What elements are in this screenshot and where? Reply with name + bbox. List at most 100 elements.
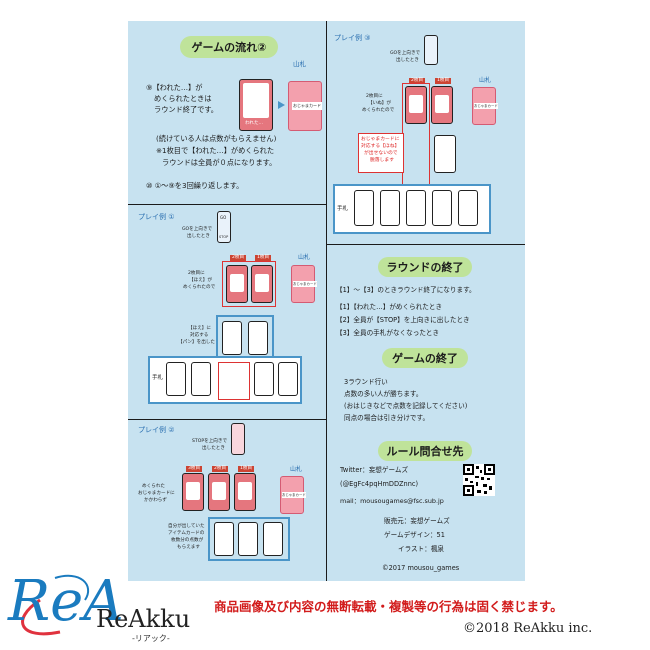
stop-card (231, 423, 245, 455)
note: ※1枚目で【われた…】がめくられた (156, 146, 275, 155)
example-title: プレイ例 ③ (334, 34, 371, 42)
contact-mail: mail：mousougames@fsc.sub.jp (340, 497, 444, 505)
hand-card (191, 362, 211, 396)
revealed-card (405, 86, 427, 124)
bottom-note: 自分が出していた (168, 524, 205, 529)
step9-text: ⑨【われた…】が (146, 83, 203, 92)
logo-kana: -リアック- (132, 634, 170, 643)
revealed-card (234, 473, 256, 511)
slot-label: 1枚目 (238, 466, 255, 472)
round-end-text: 【1】【われた…】がめくられたとき (336, 303, 443, 311)
bread-card (222, 321, 242, 355)
credit-design: ゲームデザイン：51 (384, 531, 445, 539)
example-title: プレイ例 ② (138, 426, 175, 434)
left-note: 【いぬ】が (368, 101, 391, 106)
slot-label: 3枚目 (186, 466, 203, 472)
broken-card-label: われた… (245, 121, 264, 126)
hand-card (166, 362, 186, 396)
hand-label: 手札 (152, 375, 164, 381)
divider (326, 244, 525, 245)
divider (128, 204, 326, 205)
left-note: 2枚目に (366, 94, 383, 99)
bottom-note: アイテムカードの (168, 531, 205, 536)
go-card: GO STOP (217, 211, 231, 243)
section-title: ゲームの終了 (382, 348, 468, 368)
revealed-cards-box (222, 261, 276, 307)
logo-mark: ReA (8, 569, 124, 634)
go-note: GOを上向きで (390, 51, 421, 56)
round-end-text: 【2】全員が【STOP】を上向きに出したとき (336, 316, 470, 324)
section-title: ルール問合せ先 (378, 441, 472, 461)
section-title: ゲームの流れ② (180, 36, 278, 58)
bottom-note: 枚数分の点数が (171, 538, 204, 543)
section-title: ラウンドの終了 (378, 257, 472, 277)
company-copyright: ©2018 ReAkku inc. (463, 621, 593, 636)
slot-label: 2枚目 (212, 466, 229, 472)
bone-card (248, 321, 268, 355)
broken-card: われた… (239, 79, 273, 131)
qr-code-icon (463, 464, 495, 496)
stop-note: STOPを上向きで (192, 439, 228, 444)
bottom-note: もらえます (177, 545, 200, 550)
slot-label: 2枚目 (409, 78, 426, 84)
game-end-text: 3ラウンド行い (344, 378, 388, 386)
pile-label: 山札 (290, 466, 303, 473)
pile-card: おじゃまカード (291, 265, 317, 303)
step10-text: ⑩ ①～⑨を3回繰り返します。 (146, 181, 244, 190)
step9-text: ラウンド終了です。 (154, 105, 218, 114)
hand-card (458, 190, 478, 226)
note: ラウンドは全員が０点になります。 (162, 158, 277, 167)
item-card (263, 522, 283, 556)
revealed-card (226, 265, 248, 303)
credit-illust: イラスト：楓泉 (398, 545, 445, 553)
match-note: 対応する (190, 333, 209, 338)
slot-label: 1枚目 (435, 78, 452, 84)
hand-card (254, 362, 274, 396)
left-note: かかわらず (144, 498, 167, 503)
divider (128, 419, 326, 420)
step9-text: めくられたときは (154, 94, 212, 103)
round-end-text: 【1】～【3】のときラウンド終了になります。 (336, 286, 476, 294)
left-note: めくられたので (183, 285, 216, 290)
warning-note: が出せないので (364, 151, 398, 156)
round-end-text: 【3】全員の手札がなくなったとき (336, 329, 440, 337)
go-note: 出したとき (396, 58, 419, 63)
note: (続けている人は点数がもらえません) (156, 134, 277, 143)
warning-note: おじゃまカードに (361, 137, 400, 142)
game-end-text: (おはじきなどで点数を記録してください) (344, 402, 468, 410)
copyright-2017: ©2017 mousou_games (382, 564, 460, 572)
rule-sheet: ゲームの流れ② ⑨【われた…】が めくられたときは ラウンド終了です。 われた…… (128, 21, 525, 581)
revealed-card (182, 473, 204, 511)
hand-card (380, 190, 400, 226)
pile-label: 山札 (293, 60, 306, 68)
pile-card: おじゃまカード (280, 476, 306, 514)
game-end-text: 同点の場合は引き分けです。 (344, 414, 430, 422)
example-title: プレイ例 ① (138, 213, 175, 221)
contact-twitter: Twitter：妄想ゲームズ (340, 466, 409, 474)
item-card (214, 522, 234, 556)
game-end-text: 点数の多い人が勝ちます。 (344, 390, 423, 398)
hand-label: 手札 (337, 206, 349, 212)
go-card (424, 35, 438, 65)
left-note: めくられた (142, 484, 165, 489)
left-note: 【ほえ】が (189, 278, 212, 283)
pile-card: おじゃまカード (288, 81, 322, 131)
left-note: めくられたので (362, 108, 395, 113)
bone-card (434, 135, 456, 173)
stop-note: 出したとき (202, 446, 225, 451)
played-slot (218, 362, 250, 400)
items-box (208, 517, 290, 561)
swoosh-decoration-icon (21, 574, 90, 636)
hand-card (406, 190, 426, 226)
left-note: おじゃまカードに (138, 491, 175, 496)
go-note: GOを上向きで (182, 227, 213, 232)
logo-wordmark: ReAkku (96, 605, 191, 633)
pile-card: おじゃまカード (472, 87, 498, 125)
revealed-card (251, 265, 273, 303)
go-note: 出したとき (187, 234, 210, 239)
revealed-card (431, 86, 453, 124)
warning-note: 脱落します (370, 158, 394, 163)
credit-seller: 販売元：妄想ゲームズ (384, 517, 450, 525)
hand-card (354, 190, 374, 226)
warning-box (358, 133, 404, 173)
